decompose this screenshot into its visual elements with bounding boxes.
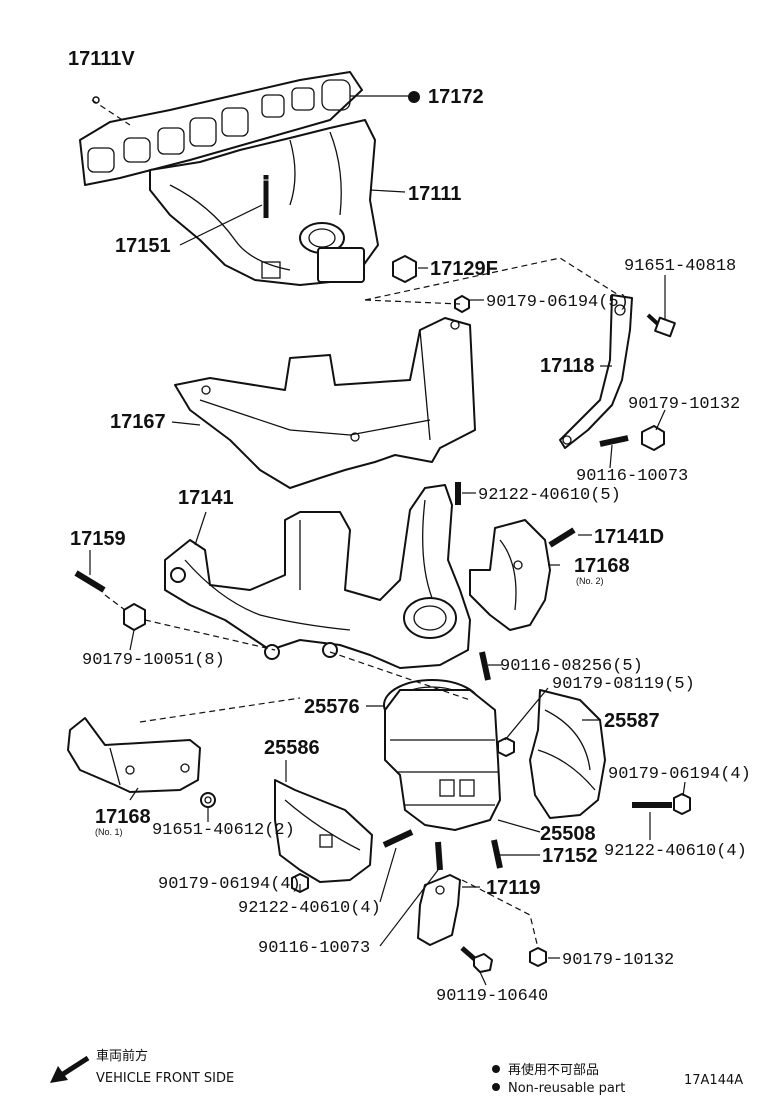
heat-insulator-17167	[174, 317, 476, 489]
nut-17129f	[392, 255, 417, 283]
manifold-gasket-17172	[79, 71, 363, 186]
label-17119: 17119	[486, 877, 541, 899]
nut-90179-10132-upper	[641, 425, 665, 451]
nonreuse-label-en: Non-reusable part	[508, 1081, 625, 1096]
note-no1: (No. 1)	[95, 827, 123, 837]
nonreusable-legend-dot	[492, 1083, 500, 1091]
label-90179-06194-4-left: 90179-06194(4)	[158, 875, 301, 894]
catalytic-converter-25508	[384, 689, 501, 831]
dashed-assembly-lines	[91, 99, 621, 949]
label-90119-10640: 90119-10640	[436, 987, 548, 1006]
stud-90116-10073-upper	[599, 435, 629, 447]
bracket-17119	[417, 874, 461, 946]
label-17168-no2: 17168	[574, 555, 630, 577]
label-17168-no1: 17168	[95, 806, 151, 828]
label-90179-10051-8: 90179-10051(8)	[82, 651, 225, 670]
stud-17141d	[548, 527, 576, 548]
label-17172: 17172	[428, 86, 484, 108]
label-91651-40612: 91651-40612(2)	[152, 821, 295, 840]
nonreusable-dot-17172	[408, 91, 420, 103]
label-25587: 25587	[604, 710, 660, 732]
label-17141d: 17141D	[594, 526, 664, 548]
label-17152: 17152	[542, 845, 598, 867]
label-17167: 17167	[110, 411, 166, 433]
label-90116-10073-lower: 90116-10073	[258, 939, 370, 958]
heat-insulator-17168-no1	[67, 717, 201, 793]
label-25576: 25576	[304, 696, 360, 718]
bolt-90119-10640	[460, 946, 493, 973]
label-25508: 25508	[540, 823, 596, 845]
nut-90179-10132-lower	[529, 947, 547, 967]
label-17111: 17111	[408, 183, 461, 205]
label-91651-40818: 91651-40818	[624, 257, 736, 276]
stud-17159	[74, 570, 106, 593]
exhaust-manifold-17141	[164, 484, 471, 669]
nonreuse-label-jp: 再使用不可部品	[508, 1062, 599, 1078]
front-label-jp: 車両前方	[96, 1048, 148, 1064]
footer: 車両前方 VEHICLE FRONT SIDE 再使用不可部品 Non-reus…	[50, 1048, 743, 1096]
heat-insulator-25586	[274, 779, 373, 883]
nut-90179-06194-4-left	[291, 873, 309, 893]
nut-90179-10051	[123, 603, 146, 631]
bolt-91651-40612	[200, 792, 216, 808]
stud-90116-10073-lower	[435, 841, 443, 871]
label-17118: 17118	[540, 355, 595, 377]
stud-92122-40610-4-right	[632, 793, 691, 815]
label-17141: 17141	[178, 487, 234, 509]
heat-insulator-25587	[529, 689, 606, 819]
label-90179-08119-5: 90179-08119(5)	[552, 675, 695, 694]
label-90116-08256-5: 90116-08256(5)	[500, 657, 643, 676]
label-90179-10132-upper: 90179-10132	[628, 395, 740, 414]
nut-90179-06194-top	[454, 295, 470, 313]
note-no2: (No. 2)	[576, 576, 604, 586]
callout-labels: 17111V 17172 17111 17151 17129F 91651-40…	[68, 48, 751, 1006]
stud-17152	[491, 839, 503, 869]
bolt-91651-40818	[646, 313, 676, 338]
label-17159: 17159	[70, 528, 126, 550]
label-92122-40610-4-right: 92122-40610(4)	[604, 842, 747, 861]
label-92122-40610-4-left: 92122-40610(4)	[238, 899, 381, 918]
front-arrow-icon	[50, 1055, 90, 1083]
stud-90116-08256-5	[479, 651, 491, 681]
bracket-17118	[559, 294, 633, 449]
heat-insulator-17168-no2	[469, 519, 551, 631]
label-90179-06194-4-right: 90179-06194(4)	[608, 765, 751, 784]
label-90179-10132-lower: 90179-10132	[562, 951, 674, 970]
label-17111v: 17111V	[68, 48, 135, 70]
stud-92122-40610-4-left	[382, 829, 414, 848]
label-92122-40610-5: 92122-40610(5)	[478, 486, 621, 505]
label-17151: 17151	[115, 235, 171, 257]
figure-code: 17A144A	[684, 1073, 743, 1088]
stud-17151	[262, 175, 270, 218]
label-90179-06194-5: 90179-06194(5)	[486, 293, 629, 312]
nonreusable-legend-dot	[492, 1065, 500, 1073]
label-17129f: 17129F	[430, 258, 498, 280]
label-25586: 25586	[264, 737, 320, 759]
leader-lines	[89, 95, 686, 986]
label-90116-10073-upper: 90116-10073	[576, 467, 688, 486]
nut-90179-08119-5	[497, 737, 515, 757]
front-label-en: VEHICLE FRONT SIDE	[96, 1071, 234, 1086]
